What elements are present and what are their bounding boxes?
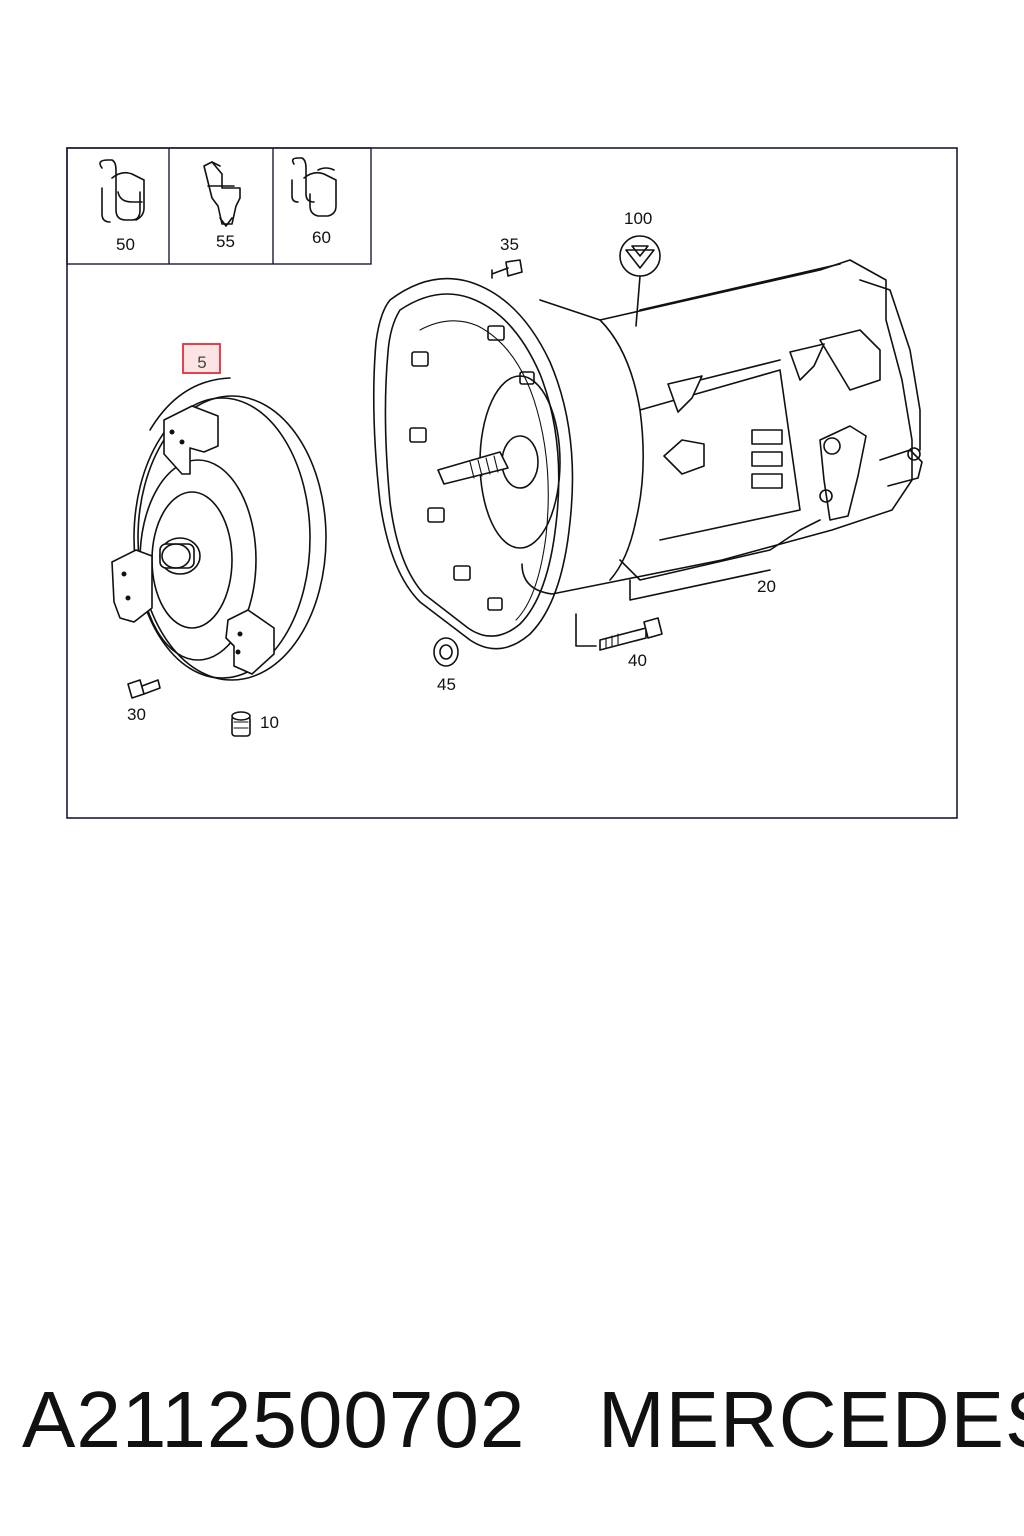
clip-inset-panel	[66, 147, 372, 265]
callout-45: 45	[437, 675, 456, 694]
callout-50: 50	[116, 235, 135, 254]
bolt-30-icon	[127, 679, 161, 699]
bolt-40-icon	[599, 617, 663, 651]
label-plate-100-icon	[619, 235, 661, 277]
callout-35: 35	[500, 235, 519, 254]
callout-55: 55	[216, 232, 235, 251]
screw-35-icon	[491, 259, 523, 279]
callout-10: 10	[260, 713, 279, 732]
callout-30: 30	[127, 705, 146, 724]
transmission-drawing	[372, 259, 923, 650]
callout-100: 100	[624, 209, 652, 228]
callout-5-highlight-box	[182, 343, 221, 374]
clip-55-icon	[203, 161, 241, 227]
callout-60: 60	[312, 228, 331, 247]
callout-20: 20	[757, 577, 776, 596]
clip-50-icon	[99, 159, 145, 223]
torque-converter-drawing	[111, 377, 327, 681]
brand-caption: MERCEDES	[598, 1375, 1024, 1464]
nut-45-icon	[433, 637, 459, 667]
plug-10-icon	[231, 711, 251, 737]
clip-60-icon	[291, 157, 337, 217]
callout-5: 5	[197, 353, 206, 372]
part-number-caption: A2112500702	[22, 1375, 526, 1464]
callout-40: 40	[628, 651, 647, 670]
diagram-frame	[66, 147, 958, 819]
